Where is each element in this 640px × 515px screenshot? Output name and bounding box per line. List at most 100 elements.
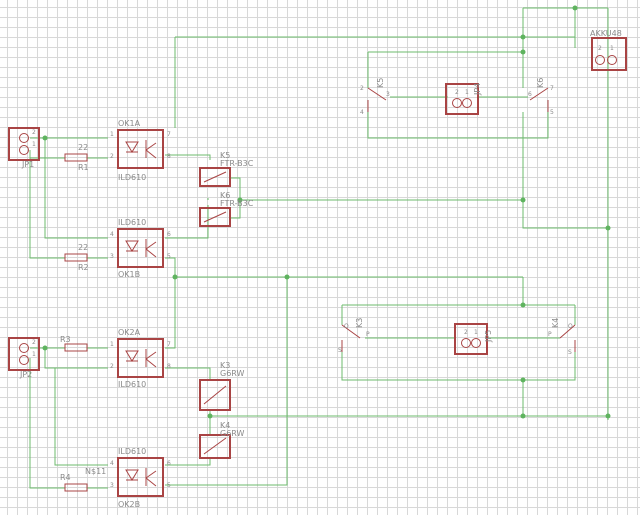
svg-text:22: 22 <box>78 143 88 152</box>
wire-k4-coil <box>165 416 211 466</box>
svg-text:ILD610: ILD610 <box>118 173 146 182</box>
svg-text:5: 5 <box>167 253 171 260</box>
svg-text:2: 2 <box>455 89 459 96</box>
svg-text:6: 6 <box>167 460 171 467</box>
svg-text:1: 1 <box>32 141 36 148</box>
svg-text:OK2A: OK2A <box>118 328 141 337</box>
wire-k6-coil <box>230 200 241 219</box>
svg-text:K3: K3 <box>220 361 230 370</box>
svg-text:3: 3 <box>110 482 114 489</box>
svg-text:R2: R2 <box>78 263 89 272</box>
svg-text:22: 22 <box>78 243 88 252</box>
label-jp5: JP5 <box>484 330 493 343</box>
wire-jp2-ok <box>44 348 108 466</box>
svg-text:OK1B: OK1B <box>118 270 140 279</box>
svg-text:2: 2 <box>110 363 114 370</box>
svg-text:3: 3 <box>110 253 114 260</box>
svg-text:OK1A: OK1A <box>118 119 141 128</box>
svg-text:K4: K4 <box>551 318 560 328</box>
svg-text:OK2B: OK2B <box>118 500 140 509</box>
svg-text:1: 1 <box>110 341 114 348</box>
svg-text:4: 4 <box>110 231 114 238</box>
svg-text:7: 7 <box>167 341 171 348</box>
label-jp1: JP1 <box>21 160 34 169</box>
wire-ok1a-out <box>165 154 211 200</box>
wire-akku-bus <box>522 7 609 420</box>
relay-contact-k6: K6 7 6 5 <box>528 78 554 116</box>
junction-dot <box>605 413 611 419</box>
svg-text:S: S <box>568 349 572 356</box>
resistor-r1: 22 R1 <box>64 143 89 172</box>
svg-text:4: 4 <box>110 460 114 467</box>
wire-ok2b-5 <box>165 277 288 486</box>
junction-dot <box>520 302 526 308</box>
label-jp4: JP4 <box>473 83 482 96</box>
junction-dot <box>520 377 526 383</box>
svg-text:1: 1 <box>474 329 478 336</box>
resistor-r4: R4 N$11 <box>60 467 106 492</box>
svg-text:FTR-B3C: FTR-B3C <box>220 199 254 208</box>
svg-text:8: 8 <box>167 153 171 160</box>
svg-text:5: 5 <box>167 482 171 489</box>
svg-text:2: 2 <box>464 329 468 336</box>
svg-text:6: 6 <box>528 91 532 98</box>
relay-coil-k6: K6 FTR-B3C <box>199 191 254 227</box>
relay-coil-k5: K5 FTR-B3C <box>199 151 254 187</box>
svg-text:1: 1 <box>32 351 36 358</box>
svg-text:K6: K6 <box>536 78 545 88</box>
svg-text:O: O <box>568 323 573 330</box>
wire-top-bus <box>174 36 575 128</box>
connector-jp4: 2 1 JP4 <box>445 83 482 115</box>
junction-dot <box>520 197 526 203</box>
junction-dot <box>520 413 526 419</box>
resistor-r3: R3 <box>60 335 88 352</box>
opto-ok1a: OK1A ILD610 1 2 7 8 <box>110 119 171 182</box>
wires <box>29 7 609 489</box>
svg-text:G6RW: G6RW <box>220 429 245 438</box>
junction-dot <box>42 135 48 141</box>
opto-ok1b: ILD610 OK1B 4 3 6 5 <box>110 218 171 279</box>
relay-coil-k3: K3 G6RW <box>199 361 245 411</box>
svg-text:ILD610: ILD610 <box>118 447 146 456</box>
svg-text:2: 2 <box>110 153 114 160</box>
svg-text:R4: R4 <box>60 473 71 482</box>
junction-dot <box>207 413 213 419</box>
svg-text:1: 1 <box>610 45 614 52</box>
connector-jp2: 2 1 JP2 <box>8 337 40 379</box>
svg-text:2: 2 <box>598 45 602 52</box>
wire-jp1-ok1b <box>44 138 108 239</box>
junction-dot <box>284 274 290 280</box>
wire-k3-k4-bottom <box>341 352 576 381</box>
svg-text:4: 4 <box>360 109 364 116</box>
connector-jp1: 2 1 JP1 <box>8 127 40 169</box>
svg-text:2: 2 <box>32 339 36 346</box>
junction-dot <box>520 34 526 40</box>
svg-text:2: 2 <box>32 129 36 136</box>
junction-dot <box>605 225 611 231</box>
resistor-r2: 22 R2 <box>64 243 89 272</box>
svg-text:K6: K6 <box>220 191 230 200</box>
svg-text:K3: K3 <box>355 318 364 328</box>
relay-contact-k4: K4 O P S <box>548 318 576 356</box>
opto-ok2a: OK2A ILD610 1 2 7 8 <box>110 328 171 389</box>
svg-text:7: 7 <box>167 131 171 138</box>
svg-text:6: 6 <box>167 231 171 238</box>
svg-text:K5: K5 <box>220 151 230 160</box>
svg-text:FTR-B3C: FTR-B3C <box>220 159 254 168</box>
junction-dot <box>42 345 48 351</box>
svg-text:1: 1 <box>110 131 114 138</box>
svg-text:5: 5 <box>550 109 554 116</box>
svg-text:2: 2 <box>360 85 364 92</box>
svg-text:K5: K5 <box>376 78 385 88</box>
wire-k5-coil <box>230 177 523 201</box>
relay-coil-k4: K4 G6RW <box>199 421 245 459</box>
svg-text:1: 1 <box>465 89 469 96</box>
junction-dot <box>172 274 178 280</box>
junction-dot <box>572 5 578 11</box>
junction-dot <box>520 49 526 55</box>
svg-text:P: P <box>366 331 370 338</box>
svg-text:R1: R1 <box>78 163 89 172</box>
relay-contact-k5: K5 2 3 4 <box>360 78 390 116</box>
svg-text:ILD610: ILD610 <box>118 380 146 389</box>
